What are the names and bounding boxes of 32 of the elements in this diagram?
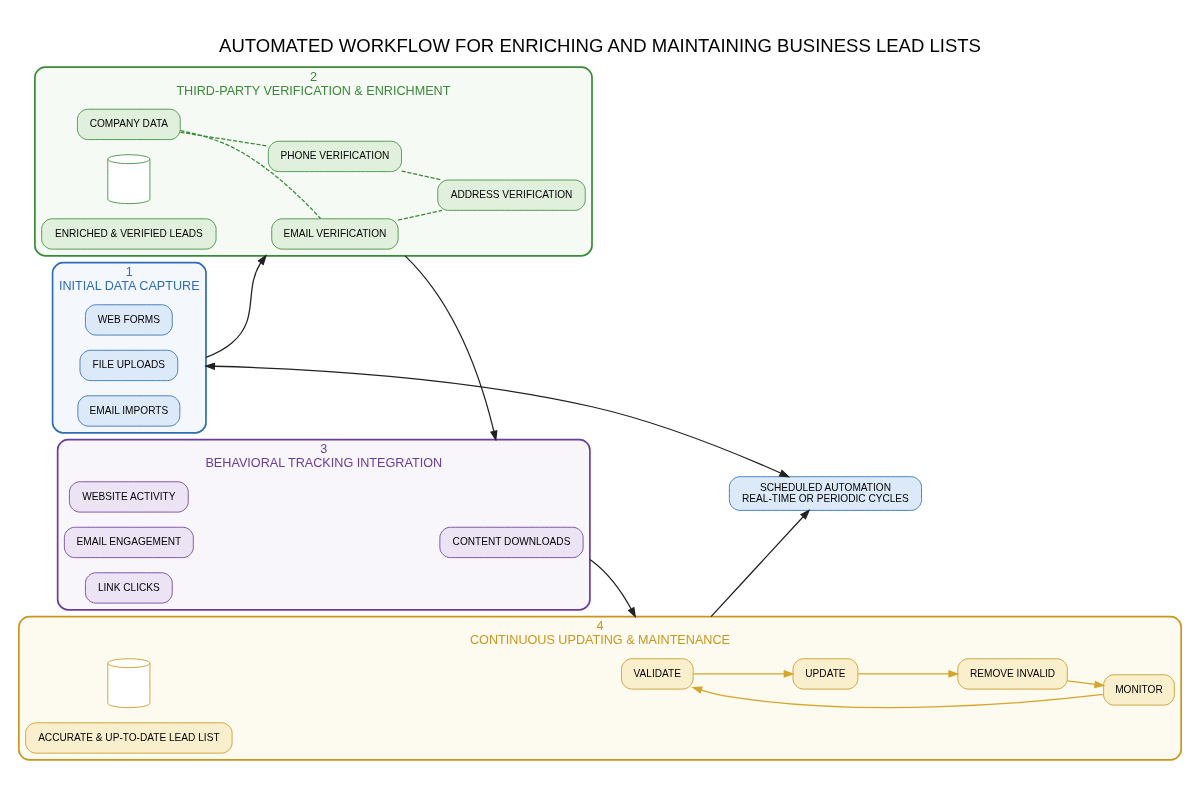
node-box: LINK CLICKS xyxy=(85,572,173,604)
arrow xyxy=(404,255,498,442)
arrow xyxy=(1066,680,1106,689)
node-box: UPDATE xyxy=(792,658,859,690)
node-box: WEBSITE ACTIVITY xyxy=(69,481,189,513)
connector xyxy=(179,131,269,147)
node-box: EMAIL ENGAGEMENT xyxy=(63,526,194,559)
node-box: EMAIL IMPORTS xyxy=(77,395,181,427)
node-box: COMPANY DATA xyxy=(77,108,181,140)
arrow xyxy=(691,686,1105,709)
node-box: CONTENT DOWNLOADS xyxy=(439,526,584,559)
arrow xyxy=(204,362,791,478)
arrow xyxy=(205,254,267,358)
node-box: MONITOR xyxy=(1103,674,1175,706)
node-box: FILE UPLOADS xyxy=(79,349,179,382)
arrow xyxy=(857,670,960,678)
node-box: ADDRESS VERIFICATION xyxy=(437,179,586,211)
diagram-title: AUTOMATED WORKFLOW FOR ENRICHING AND MAINTAINING BUSINESS LEAD LISTS xyxy=(219,34,981,56)
node-box: REMOVE INVALID xyxy=(957,658,1068,690)
node-box: WEB FORMS xyxy=(85,304,173,336)
arrow xyxy=(692,670,795,678)
arrow xyxy=(710,509,811,618)
connector xyxy=(401,170,443,181)
node-box: VALIDATE xyxy=(621,658,694,690)
node-box: EMAIL VERIFICATION xyxy=(271,218,399,250)
node-box: ACCURATE & UP-TO-DATE LEAD LIST xyxy=(25,722,233,754)
arrow xyxy=(589,558,637,619)
node-box: PHONE VERIFICATION xyxy=(267,140,402,172)
node-box: SCHEDULED AUTOMATION REAL-TIME OR PERIODIC CYCLES xyxy=(728,476,922,511)
node-box: ENRICHED & VERIFIED LEADS xyxy=(41,218,217,250)
connector xyxy=(397,209,443,221)
connector xyxy=(179,130,322,220)
